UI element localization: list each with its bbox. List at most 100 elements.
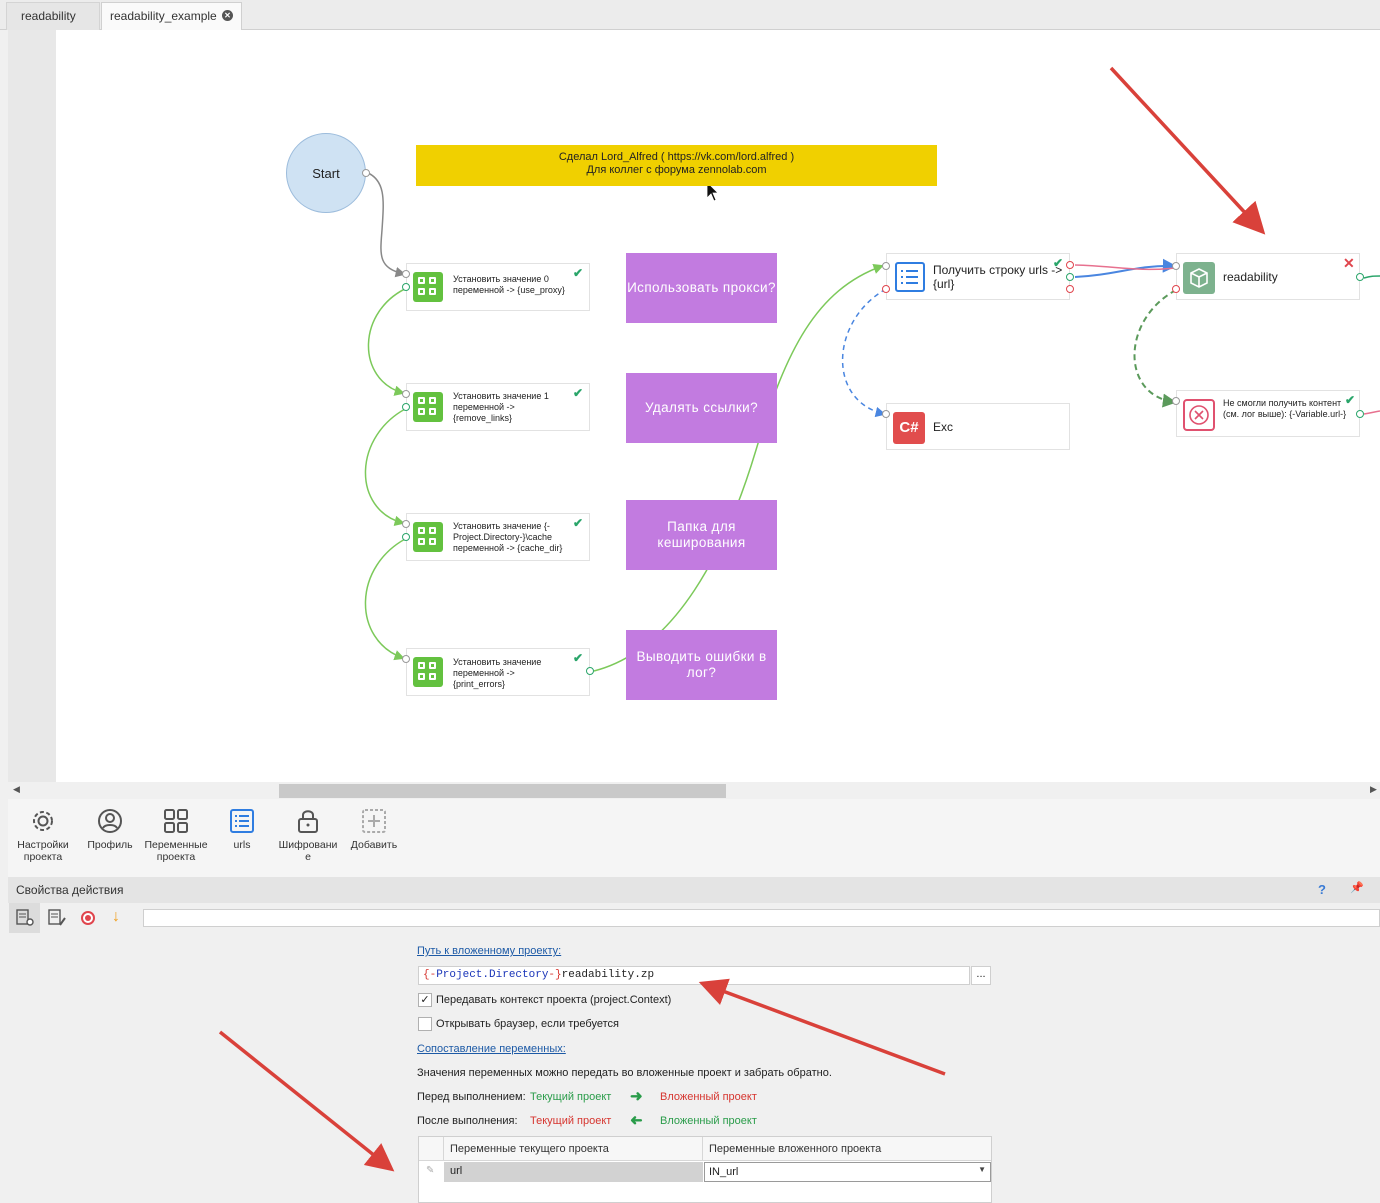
project-settings-button[interactable]: Настройки проекта	[10, 807, 76, 863]
action-readability[interactable]: readability ✕	[1176, 253, 1360, 300]
horizontal-scrollbar[interactable]: ◀ ▶	[8, 782, 1380, 799]
arrow-down-icon[interactable]: ↓	[112, 908, 120, 925]
record-icon[interactable]	[81, 911, 95, 925]
error-input-port[interactable]	[1172, 285, 1180, 293]
lock-icon	[298, 810, 318, 833]
output-port[interactable]	[586, 667, 594, 675]
tab-label: readability_example	[110, 9, 217, 23]
list-icon	[895, 262, 925, 292]
scrollbar-thumb[interactable]	[279, 784, 726, 798]
table-cell-current[interactable]: url	[444, 1162, 703, 1182]
help-icon[interactable]: ?	[1318, 882, 1326, 897]
open-browser-checkbox[interactable]	[418, 1017, 432, 1031]
output-port[interactable]	[402, 533, 410, 541]
properties-search-input[interactable]	[143, 909, 1380, 927]
start-output-port[interactable]	[362, 169, 370, 177]
error-input-port[interactable]	[882, 285, 890, 293]
scroll-right-icon[interactable]: ▶	[1370, 784, 1377, 794]
toolbar-label: Переменные проекта	[144, 839, 208, 863]
note-remove-links[interactable]: Удалять ссылки?	[626, 373, 777, 443]
properties-toolbar: ↓	[8, 903, 1380, 933]
nested-project-path-input[interactable]: {-Project.Directory-}readability.zp	[418, 966, 970, 985]
before-nested-project: Вложенный проект	[660, 1091, 757, 1103]
action-exc[interactable]: C# Exc	[886, 403, 1070, 450]
action-get-urls[interactable]: Получить строку urls -> {url} ✔	[886, 253, 1070, 300]
column-header-current[interactable]: Переменные текущего проекта	[444, 1137, 703, 1161]
note-print-errors[interactable]: Выводить ошибки в лог?	[626, 630, 777, 700]
nested-variable-select[interactable]: IN_url ▼	[704, 1162, 991, 1182]
add-button[interactable]: Добавить	[341, 807, 407, 851]
profile-button[interactable]: Профиль	[77, 807, 143, 851]
path-file: readability.zp	[561, 969, 655, 981]
path-variable: Project.Directory	[436, 969, 549, 981]
close-icon[interactable]: ✕	[222, 10, 233, 21]
urls-list-button[interactable]: urls	[209, 807, 275, 851]
toolbar-label: Добавить	[350, 839, 398, 851]
project-canvas[interactable]: Start Сделал Lord_Alfred ( https://vk.co…	[56, 30, 1380, 782]
action-set-remove-links[interactable]: Установить значение 1 переменной -> {rem…	[406, 383, 590, 431]
action-label: Получить строку urls -> {url}	[933, 263, 1063, 291]
note-text: Выводить ошибки в лог?	[636, 649, 767, 680]
grid-icon	[164, 809, 188, 833]
input-port[interactable]	[402, 520, 410, 528]
check-icon: ✔	[573, 266, 584, 280]
input-port[interactable]	[882, 262, 890, 270]
mapping-description: Значения переменных можно передать во вл…	[417, 1067, 832, 1079]
action-label: Exc	[933, 420, 954, 434]
mapping-label: Сопоставление переменных:	[417, 1043, 566, 1055]
input-port[interactable]	[882, 410, 890, 418]
input-port[interactable]	[1172, 397, 1180, 405]
input-port[interactable]	[402, 390, 410, 398]
output-port[interactable]	[1356, 273, 1364, 281]
output-port[interactable]	[1356, 410, 1364, 418]
input-port[interactable]	[1172, 262, 1180, 270]
after-nested-project: Вложенный проект	[660, 1115, 757, 1127]
check-icon: ✔	[573, 651, 584, 665]
path-label: Путь к вложенному проекту:	[417, 945, 562, 957]
author-note[interactable]: Сделал Lord_Alfred ( https://vk.com/lord…	[416, 145, 937, 186]
browse-button[interactable]: ...	[971, 966, 991, 985]
tab-label: readability	[21, 9, 76, 23]
select-value: IN_url	[709, 1166, 739, 1178]
note-text: Удалять ссылки?	[644, 400, 759, 415]
pin-icon[interactable]: 📌	[1350, 882, 1364, 894]
gear-icon	[33, 811, 53, 831]
action-set-use-proxy[interactable]: Установить значение 0 переменной -> {use…	[406, 263, 590, 311]
output-port[interactable]	[1066, 273, 1074, 281]
column-header-nested[interactable]: Переменные вложенного проекта	[703, 1137, 991, 1161]
variables-mapping-table[interactable]: Переменные текущего проекта Переменные в…	[418, 1136, 992, 1203]
scroll-left-icon[interactable]: ◀	[13, 784, 20, 794]
start-node[interactable]: Start	[286, 133, 366, 213]
action-label: Установить значение 1 переменной -> {rem…	[453, 391, 549, 423]
note-use-proxy[interactable]: Использовать прокси?	[626, 253, 777, 323]
properties-edit-icon[interactable]	[43, 903, 71, 933]
csharp-icon: C#	[893, 412, 925, 444]
input-port[interactable]	[402, 270, 410, 278]
path-brace: {-	[423, 969, 437, 981]
project-variables-button[interactable]: Переменные проекта	[143, 807, 209, 863]
input-port[interactable]	[402, 655, 410, 663]
user-icon	[98, 809, 122, 833]
before-label: Перед выполнением:	[417, 1091, 526, 1103]
tab-readability[interactable]: readability	[6, 2, 100, 30]
error-circle-icon	[1183, 399, 1215, 431]
project-toolbar: Настройки проекта Профиль Переменные про…	[8, 799, 1380, 877]
error-output-port[interactable]	[1066, 285, 1074, 293]
encryption-button[interactable]: Шифровани е	[275, 807, 341, 863]
pencil-icon: ✎	[426, 1165, 435, 1176]
action-set-print-errors[interactable]: Установить значение переменной -> {print…	[406, 648, 590, 696]
note-line-1: Сделал Lord_Alfred ( https://vk.com/lord…	[558, 151, 795, 163]
pass-context-checkbox[interactable]: ✓	[418, 993, 432, 1007]
row-header-corner	[419, 1137, 444, 1161]
output-port[interactable]	[402, 283, 410, 291]
error-output-port[interactable]	[1066, 261, 1074, 269]
action-set-cache-dir[interactable]: Установить значение {-Project.Directory-…	[406, 513, 590, 561]
note-text: Папка для кеширования	[657, 519, 746, 550]
toolbar-label: urls	[233, 839, 251, 851]
canvas-left-gutter	[8, 30, 56, 782]
tab-readability-example[interactable]: readability_example ✕	[101, 2, 242, 30]
properties-settings-icon[interactable]	[9, 903, 40, 933]
note-cache-folder[interactable]: Папка для кеширования	[626, 500, 777, 570]
action-error-log[interactable]: Не смогли получить контент (см. лог выше…	[1176, 390, 1360, 437]
output-port[interactable]	[402, 403, 410, 411]
